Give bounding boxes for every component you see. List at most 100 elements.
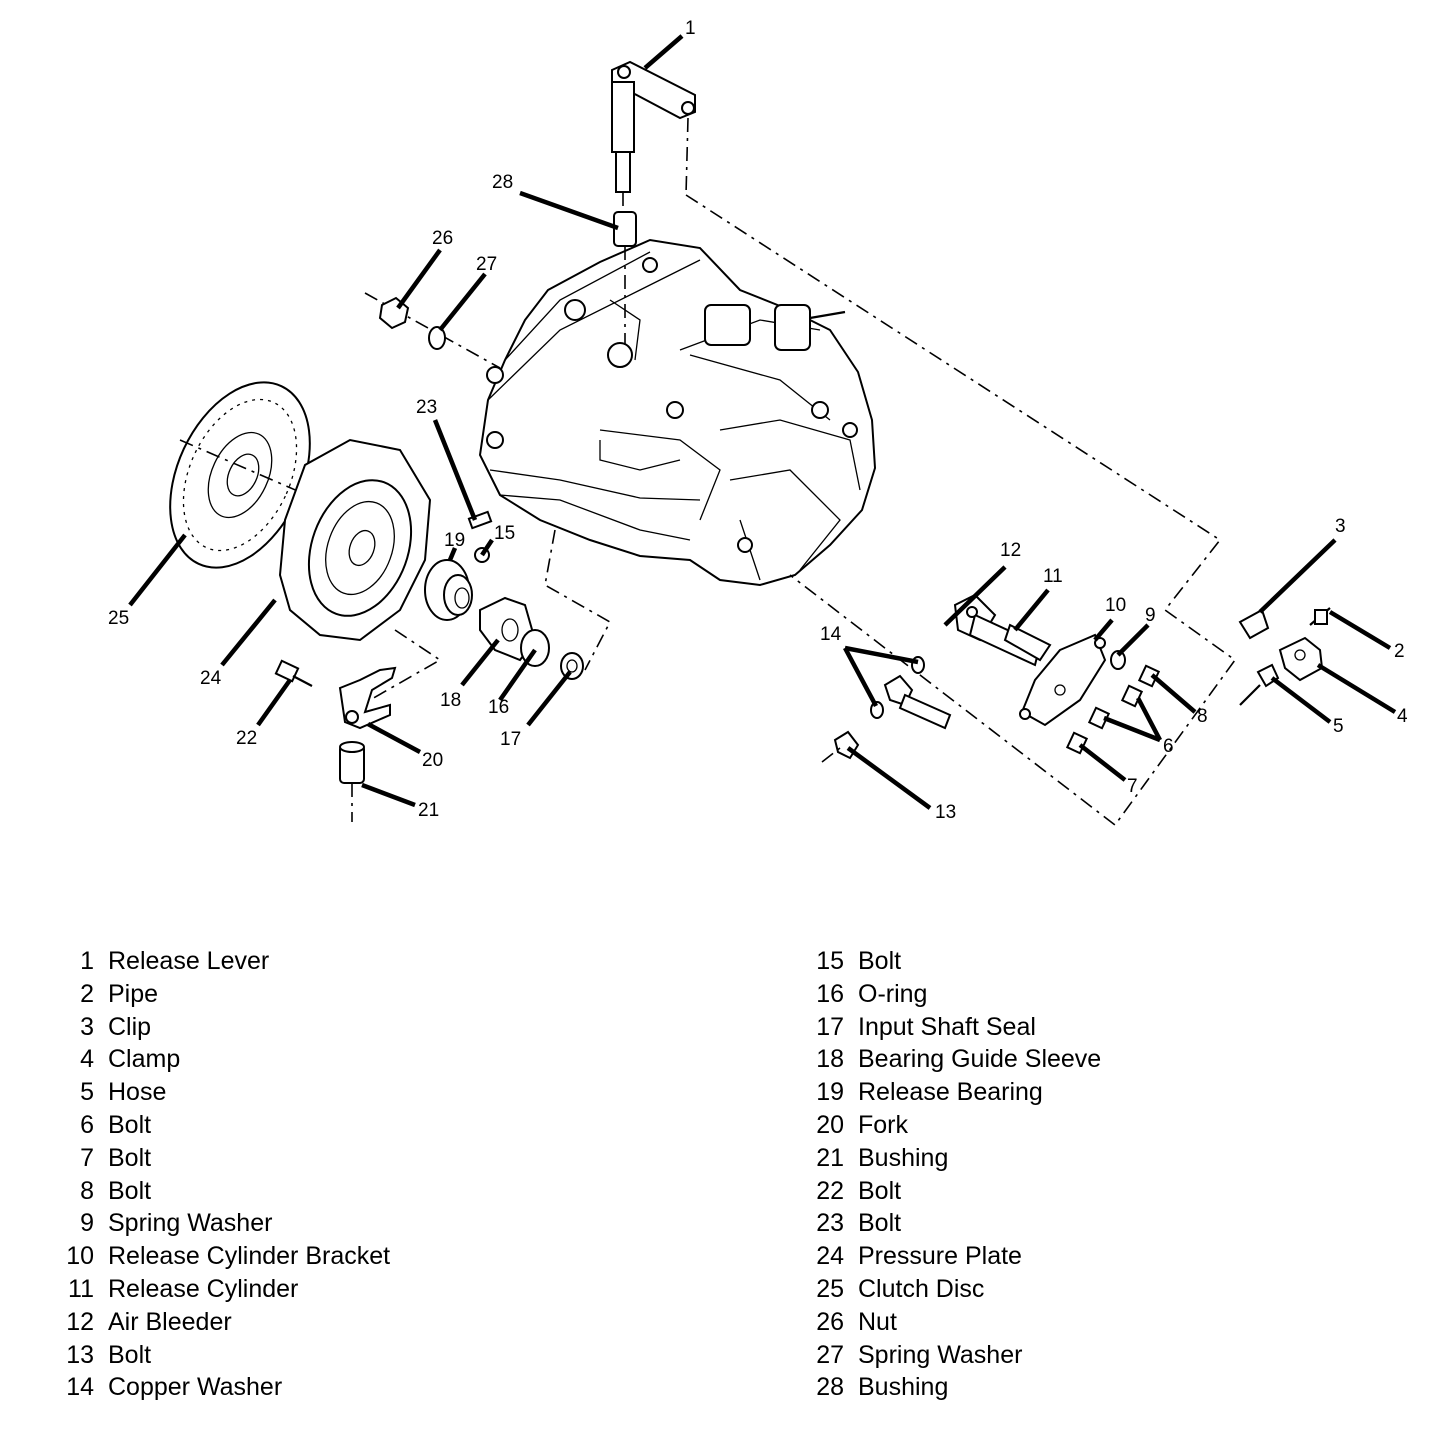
- legend-number: 20: [816, 1110, 844, 1139]
- legend-part-name: Bushing: [858, 1143, 949, 1172]
- legend-part-name: O-ring: [858, 979, 928, 1008]
- legend-number: 4: [80, 1045, 94, 1074]
- legend-part-name: Bolt: [108, 1340, 152, 1369]
- fork-line-2: [369, 629, 442, 701]
- legend-number: 11: [68, 1274, 94, 1303]
- legend-number: 16: [816, 979, 844, 1008]
- legend-number: 22: [816, 1176, 844, 1205]
- legend-part-name: Spring Washer: [108, 1209, 273, 1238]
- legend-part-name: Pressure Plate: [858, 1242, 1022, 1271]
- fork: [338, 666, 397, 730]
- callout-27: 27: [476, 254, 497, 275]
- legend-part-name: Bolt: [858, 1209, 902, 1238]
- legend-item: 9 Spring Washer: [60, 1207, 390, 1240]
- legend-part-name: Release Cylinder: [108, 1274, 299, 1303]
- legend-part-name: Clutch Disc: [858, 1274, 985, 1303]
- legend-item: 7 Bolt: [60, 1142, 390, 1175]
- release-bearing: [424, 559, 473, 621]
- input-shaft-seal-17: [560, 652, 584, 680]
- legend-item: 24 Pressure Plate: [800, 1240, 1101, 1273]
- legend-part-name: Pipe: [108, 979, 159, 1008]
- bolt-6: [1087, 684, 1144, 730]
- legend-number: 7: [80, 1143, 94, 1172]
- clip-3: [1238, 608, 1270, 640]
- legend-part-name: Fork: [858, 1110, 908, 1139]
- callout-22: 22: [236, 728, 257, 749]
- callout-21: 21: [418, 800, 439, 821]
- pipe-2: [1309, 607, 1331, 626]
- callout-20: 20: [422, 750, 443, 771]
- callout-17: 17: [500, 729, 521, 750]
- legend-part-name: Bushing: [858, 1373, 949, 1402]
- legend-number: 8: [80, 1176, 94, 1205]
- callout-5: 5: [1333, 716, 1344, 737]
- legend-item: 15 Bolt: [800, 945, 1101, 978]
- leader-lines: [128, 34, 1397, 810]
- bushing-21: [339, 741, 365, 822]
- legend-number: 6: [80, 1110, 94, 1139]
- callout-7: 7: [1127, 776, 1138, 797]
- callout-19: 19: [444, 530, 465, 551]
- callout-4: 4: [1397, 706, 1408, 727]
- legend-item: 2 Pipe: [60, 978, 390, 1011]
- callout-15: 15: [494, 523, 515, 544]
- bolt-13: [821, 730, 860, 763]
- legend-part-name: Bolt: [858, 947, 902, 975]
- callout-25: 25: [108, 608, 129, 629]
- legend-part-name: Bearing Guide Sleeve: [858, 1045, 1102, 1074]
- legend-number: 17: [816, 1012, 844, 1041]
- legend-item: 23 Bolt: [800, 1207, 1101, 1240]
- legend-number: 9: [80, 1209, 94, 1238]
- callout-16: 16: [488, 697, 509, 718]
- legend-item: 16 O-ring: [800, 978, 1101, 1011]
- legend-item: 21 Bushing: [800, 1142, 1101, 1175]
- legend-number: 2: [80, 979, 94, 1008]
- legend-part-name: Copper Washer: [108, 1373, 283, 1402]
- legend-number: 21: [816, 1143, 844, 1172]
- callout-11: 11: [1043, 566, 1063, 587]
- callout-6: 6: [1163, 736, 1174, 757]
- callout-14: 14: [820, 624, 842, 645]
- legend-number: 24: [816, 1242, 844, 1271]
- legend-item: 4 Clamp: [60, 1043, 390, 1076]
- callout-18: 18: [440, 690, 461, 711]
- legend-part-name: Bolt: [108, 1143, 152, 1172]
- legend-number: 23: [816, 1209, 844, 1238]
- hydraulic-line-path: [685, 194, 1237, 827]
- spring-washer-9: [1110, 650, 1126, 670]
- clamp-4: [1278, 636, 1324, 682]
- legend-number: 27: [816, 1340, 844, 1369]
- legend-part-name: Release Lever: [108, 947, 270, 975]
- legend-number: 15: [816, 947, 844, 975]
- legend-part-name: Clamp: [108, 1045, 181, 1074]
- transaxle-housing: [478, 238, 877, 587]
- fork-line: [544, 529, 612, 671]
- callout-13: 13: [935, 802, 956, 823]
- callout-28: 28: [492, 172, 513, 193]
- legend-item: 11 Release Cylinder: [60, 1273, 390, 1306]
- hose-5: [1239, 663, 1280, 706]
- callout-10: 10: [1105, 595, 1126, 616]
- callout-24: 24: [200, 668, 222, 689]
- callout-3: 3: [1335, 516, 1346, 537]
- legend-part-name: Clip: [108, 1012, 152, 1041]
- callout-9: 9: [1145, 605, 1156, 626]
- legend-part-name: Release Bearing: [858, 1078, 1043, 1107]
- legend-part-name: Release Cylinder Bracket: [108, 1242, 391, 1271]
